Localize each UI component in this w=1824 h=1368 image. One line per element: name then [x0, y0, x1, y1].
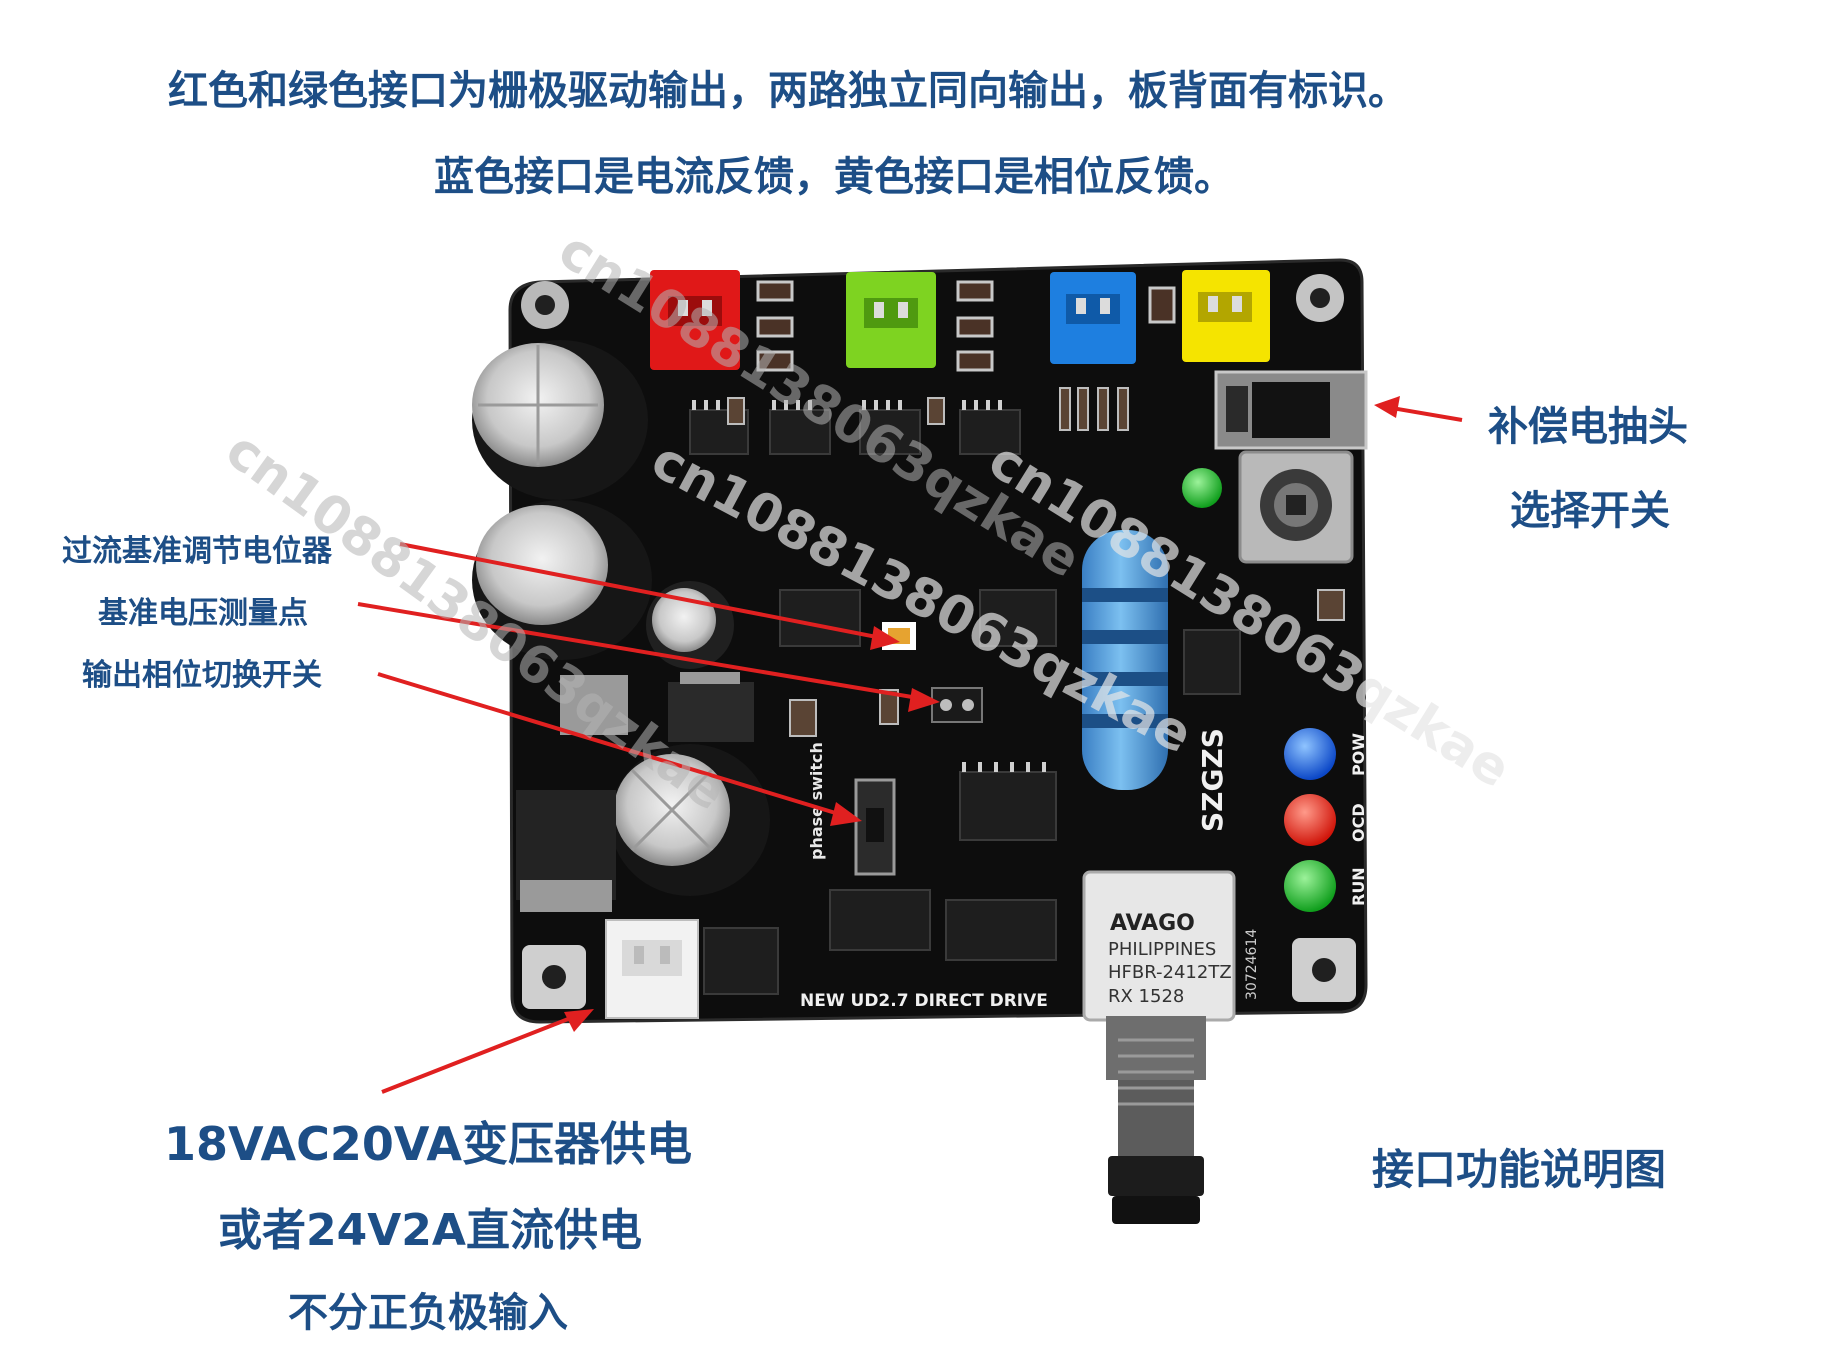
callout-test-point: 基准电压测量点: [98, 596, 308, 631]
fiber-receiver-line2: HFBR-2412TZ: [1108, 962, 1232, 983]
smd-components: [727, 387, 1345, 737]
power-line-2: 或者24V2A直流供电: [218, 1205, 642, 1256]
compensation-selector-switch: [1214, 370, 1368, 450]
led-overcurrent: [1284, 794, 1336, 846]
power-line-3: 不分正负极输入: [288, 1290, 568, 1336]
mounting-hole-bottom-right: [1292, 938, 1356, 1002]
capacitor-top: [472, 340, 648, 500]
board-name: NEW UD2.7 DIRECT DRIVE: [800, 991, 1048, 1011]
red-connector: [650, 270, 740, 370]
yellow-connector: [1182, 270, 1270, 362]
fiber-optic-receiver: [1082, 870, 1236, 1224]
mounting-hole-top-right: [1296, 274, 1344, 322]
led-power-label: POW: [1349, 733, 1368, 776]
mounting-hole-top-left: [521, 281, 569, 329]
power-input-connector: [605, 919, 699, 1019]
blue-connector: [1050, 272, 1136, 364]
callout-potentiometer: 过流基准调节电位器: [62, 534, 332, 569]
power-resistor: [1082, 530, 1168, 790]
capacitor-middle: [472, 500, 652, 660]
ic-chips: [689, 409, 1241, 961]
mounting-hole-bottom-left: [522, 945, 586, 1009]
led-run: [1284, 860, 1336, 912]
board-brand: SZGZS: [1196, 728, 1229, 832]
callout-compensation-1: 补偿电抽头: [1488, 404, 1688, 450]
tap-selector-knob: [1238, 450, 1354, 564]
header-line-1: 红色和绿色接口为栅极驱动输出，两路独立同向输出，板背面有标识。: [168, 68, 1408, 114]
voltage-regulators: [516, 672, 779, 995]
fiber-receiver-line1: PHILIPPINES: [1108, 939, 1216, 960]
header-line-2: 蓝色接口是电流反馈，黄色接口是相位反馈。: [434, 154, 1234, 200]
fiber-receiver-brand: AVAGO: [1110, 911, 1195, 936]
smd-resistors-top: [756, 280, 1176, 372]
callout-phase-switch: 输出相位切换开关: [82, 658, 322, 693]
ic-pins: [692, 400, 1046, 772]
led-power: [1284, 728, 1336, 780]
callout-compensation-2: 选择开关: [1510, 488, 1670, 534]
arrows: [357, 396, 1463, 1094]
test-point: [931, 687, 983, 723]
board-side-code: 30724614: [1244, 929, 1260, 1000]
led-run-label: RUN: [1349, 867, 1368, 906]
indicator-led-top: [1182, 468, 1222, 508]
phase-switch: [854, 778, 896, 876]
fiber-receiver-line3: RX 1528: [1108, 986, 1184, 1007]
phase-switch-silkscreen: phase switch: [807, 742, 826, 860]
green-connector: [846, 272, 936, 368]
caption: 接口功能说明图: [1372, 1145, 1667, 1194]
power-line-1: 18VAC20VA变压器供电: [164, 1117, 692, 1171]
led-overcurrent-label: OCD: [1349, 803, 1368, 842]
